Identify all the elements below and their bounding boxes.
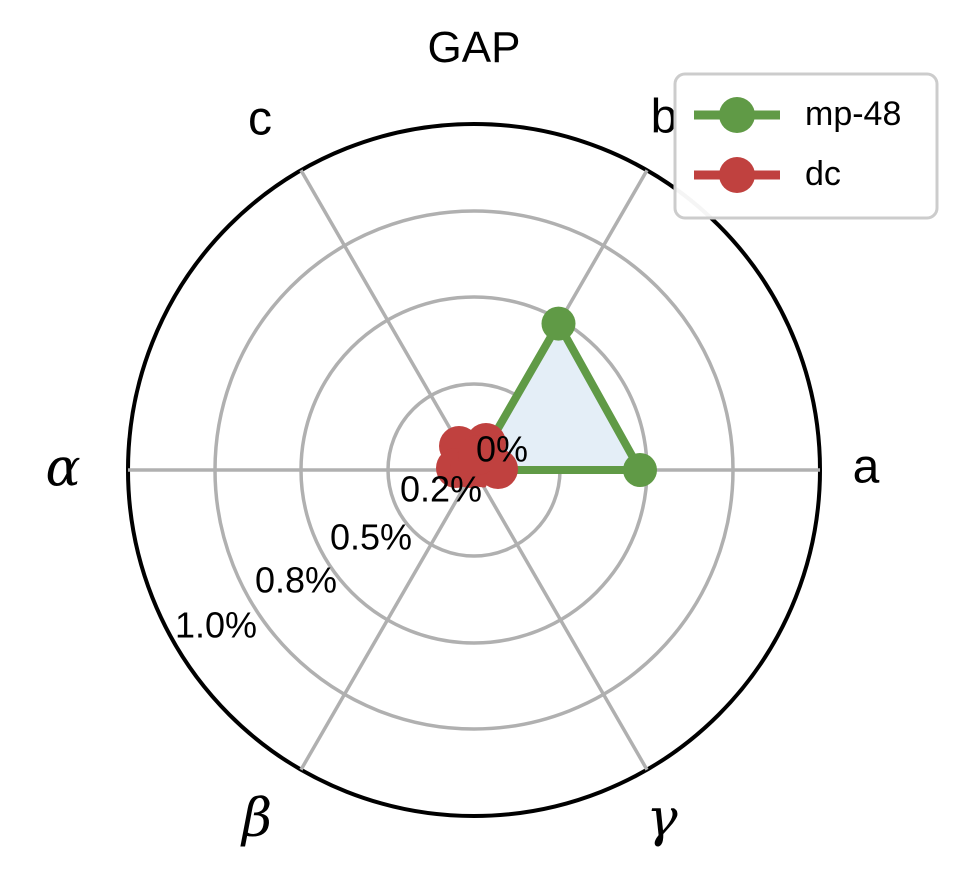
data-point-mp48-a[interactable] [623,453,657,487]
axis-label-alpha: α [45,439,80,499]
rtick-label-2: 0.5% [330,517,412,558]
radial-tick-labels: 0% 0.2% 0.5% 0.8% 1.0% [175,429,528,646]
series-polygon-mp-48 [470,319,644,474]
page-title: GAP [428,23,521,72]
axis-label-a: a [853,441,880,494]
series-dc [436,423,518,489]
legend-item-dc[interactable]: dc [694,155,841,193]
spoke-c [299,169,476,471]
legend-label-mp-48: mp-48 [805,95,901,133]
data-point-mp48-b[interactable] [541,306,576,341]
axis-label-c: c [248,93,272,146]
legend-item-mp-48[interactable]: mp-48 [694,95,901,133]
chart-legend[interactable]: mp-48 dc [673,72,939,220]
legend-marker-dc [719,157,755,193]
spoke-beta [299,469,476,771]
rtick-label-1: 0.2% [400,469,482,510]
axis-label-beta: β [240,789,272,849]
rtick-label-3: 0.8% [255,560,337,601]
legend-marker-mp-48 [719,97,755,133]
data-point-dc-gamma[interactable] [458,435,498,475]
category-axis-labels: a b c α β γ [45,91,879,849]
rtick-label-4: 1.0% [175,605,257,646]
axis-label-b: b [651,91,678,144]
legend-label-dc: dc [805,155,841,193]
rtick-label-0: 0% [476,429,528,470]
axis-label-gamma: γ [646,789,678,849]
series-mp-48 [470,306,657,487]
spoke-gamma [472,469,649,771]
